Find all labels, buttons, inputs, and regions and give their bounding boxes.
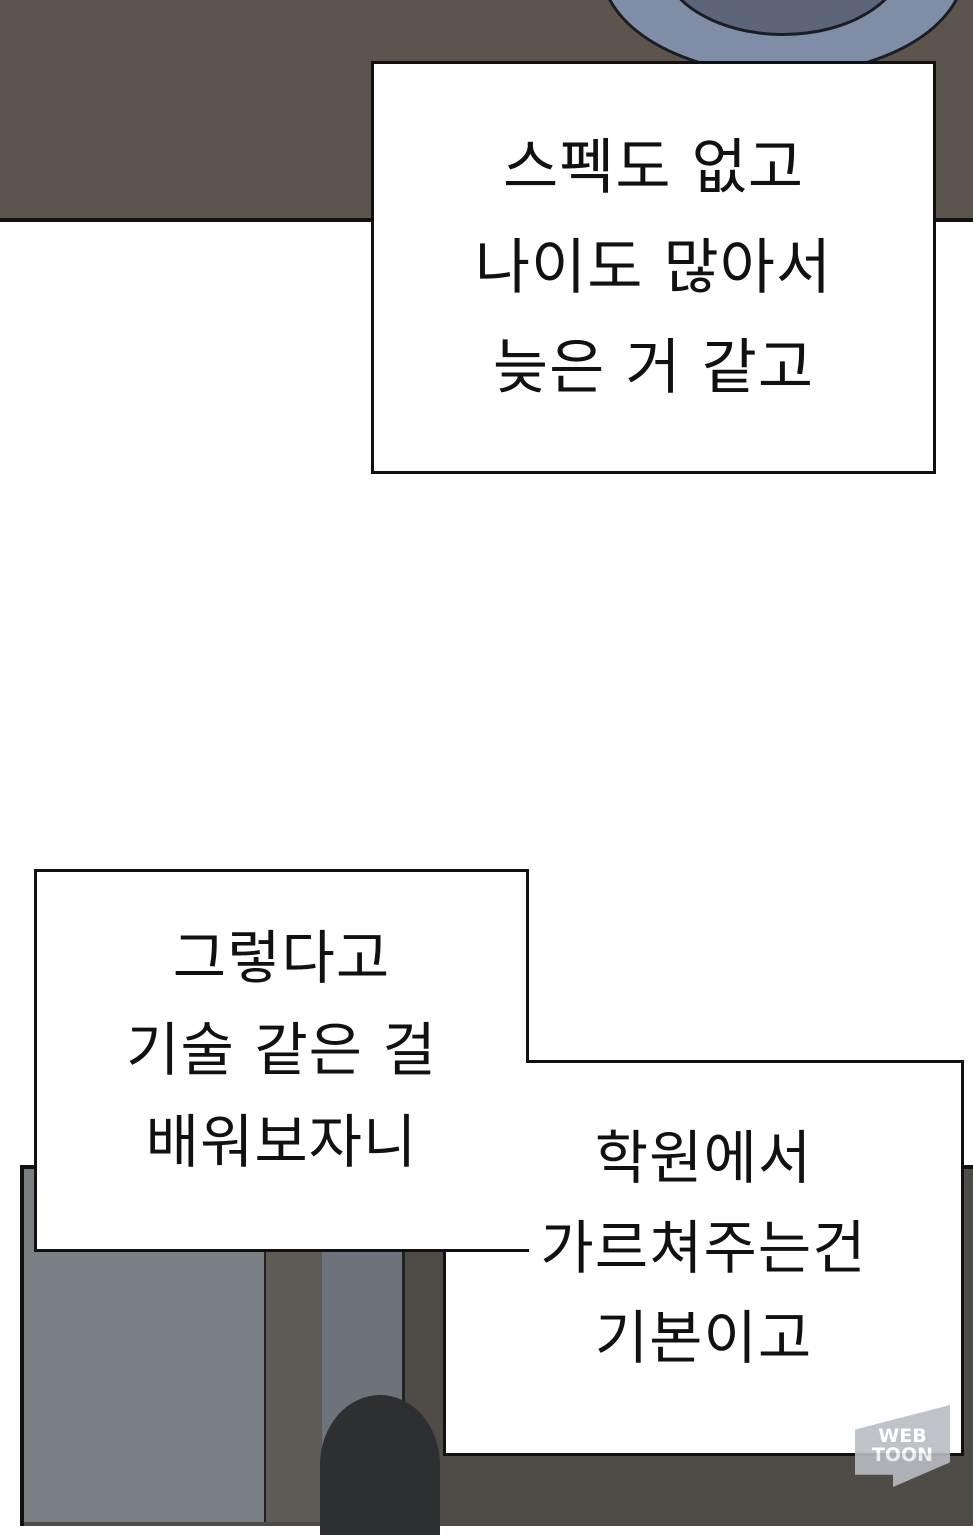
door-frame-illustration bbox=[264, 1250, 328, 1522]
caption-line: 스펙도 없고 bbox=[502, 132, 805, 203]
caption-line: 기본이고 bbox=[594, 1304, 813, 1372]
caption-line: 그렇다고 bbox=[172, 924, 391, 992]
caption-box-2: 그렇다고 기술 같은 걸 배워보자니 bbox=[34, 869, 529, 1252]
caption-line: 학원에서 bbox=[594, 1124, 813, 1192]
caption-line: 기술 같은 걸 bbox=[126, 1016, 437, 1084]
watermark-text: TOON bbox=[871, 1444, 934, 1466]
caption-line: 배워보자니 bbox=[145, 1108, 418, 1176]
caption-box-1: 스펙도 없고 나이도 많아서 늦은 거 같고 bbox=[371, 61, 936, 474]
caption-line: 나이도 많아서 bbox=[474, 232, 833, 303]
caption-join-mask bbox=[526, 1063, 532, 1249]
watermark-text: WEB bbox=[878, 1425, 927, 1447]
caption-line: 늦은 거 같고 bbox=[492, 332, 815, 403]
caption-line: 가르쳐주는건 bbox=[540, 1214, 867, 1282]
character-head-illustration bbox=[320, 1395, 440, 1535]
